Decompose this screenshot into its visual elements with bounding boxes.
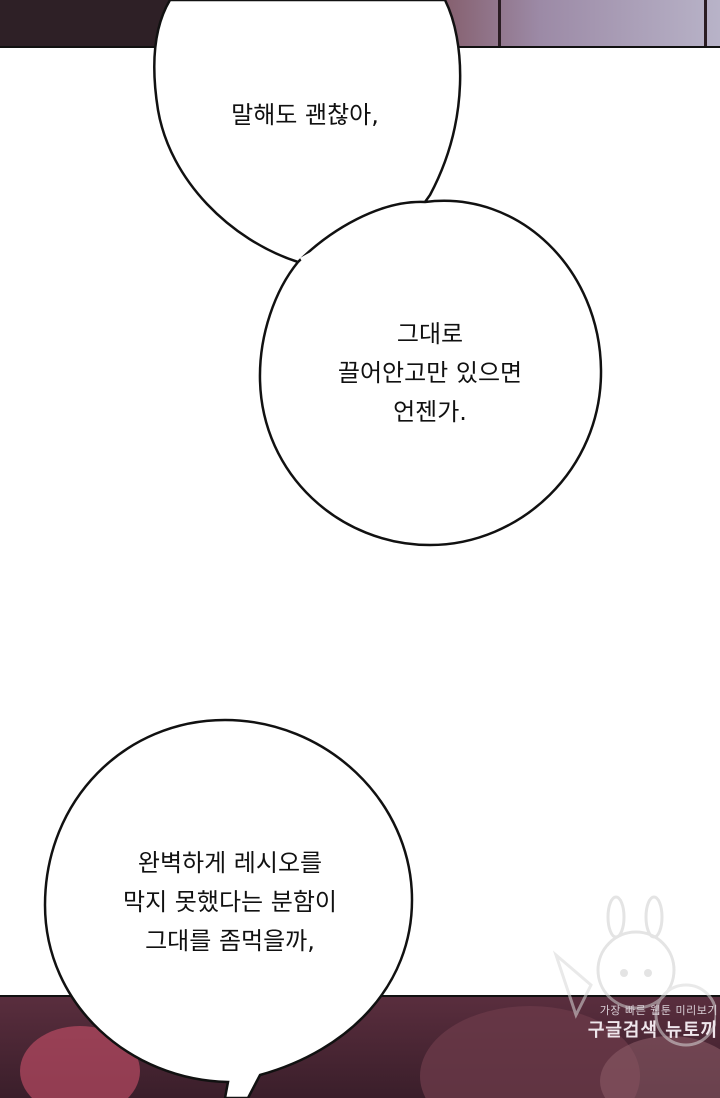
watermark-title: 구글검색 뉴토끼 — [587, 1020, 718, 1041]
bubble-third-line: 막지 못했다는 분함이 — [123, 888, 337, 916]
watermark-caption: 가장 빠른 웹툰 미리보기 — [599, 1004, 718, 1017]
bubble-second-line: 그대로 — [396, 320, 464, 348]
bubble-second-line: 끌어안고만 있으면 — [337, 359, 523, 387]
speech-bubble-third — [43, 718, 414, 1098]
bubble-second-text: 그대로 끌어안고만 있으면 언젠가. — [300, 315, 560, 432]
bubble-seam-cover — [300, 205, 426, 268]
speech-bubble-second — [258, 199, 603, 547]
bubble-second-line: 언젠가. — [393, 398, 467, 426]
bottom-art-panel — [0, 996, 720, 1098]
bubble-first-line: 말해도 괜찮아, — [231, 101, 379, 129]
bubble-third-line: 완벽하게 레시오를 — [137, 849, 323, 877]
bubble-third-line: 그대를 좀먹을까, — [145, 927, 315, 955]
top-art-line — [704, 0, 707, 47]
top-art-dark-region — [0, 0, 180, 47]
bubble-third-text: 완벽하게 레시오를 막지 못했다는 분함이 그대를 좀먹을까, — [70, 844, 390, 961]
watermark-mascot-icon — [552, 895, 716, 1047]
top-art-line — [498, 0, 501, 47]
bubble-first-text: 말해도 괜찮아, — [185, 96, 425, 135]
